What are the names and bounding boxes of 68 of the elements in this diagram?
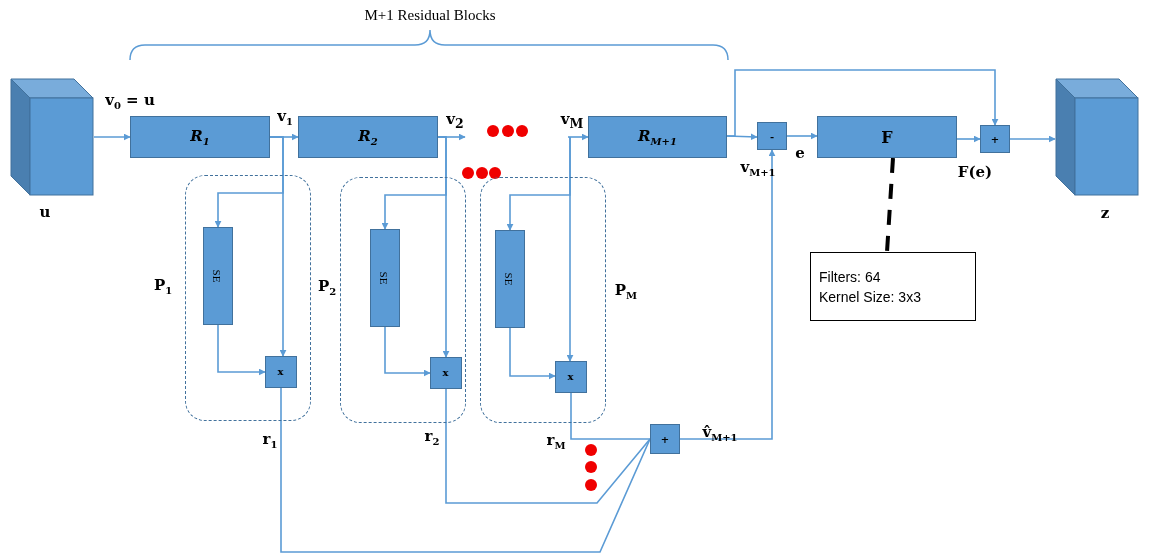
signal-label: v$_{M}$ (557, 110, 587, 137)
arrow (509, 327, 556, 380)
signal-label: v̂$_{M+1}$ (702, 423, 738, 443)
operator-box (429, 356, 462, 389)
block-label: SE (503, 272, 516, 285)
arrow (214, 136, 284, 228)
se-block (494, 229, 525, 328)
block-label: x (442, 367, 449, 378)
block-label: SE (211, 269, 224, 282)
signal-label: r$_{1}$ (262, 430, 278, 450)
signal-label: F(e) (957, 163, 993, 181)
arrow (93, 133, 131, 141)
signal-label: v$_{0}$ = u (105, 91, 155, 111)
block-label: F (881, 127, 893, 147)
node-caption: P$_{M}$ (614, 281, 638, 301)
cube-drawing (10, 78, 94, 196)
brace-label: M+1 Residual Blocks (364, 6, 496, 24)
cube-drawing (1055, 78, 1139, 196)
operator-box (554, 360, 587, 393)
operator-box (980, 125, 1010, 153)
signal-label: v$_{2}$ (440, 110, 470, 137)
connector-line (280, 387, 651, 553)
arrow (726, 69, 999, 137)
arrow (567, 133, 589, 141)
dashed-group-frame (185, 175, 311, 421)
arrow (956, 135, 981, 143)
block-label: R$_{2}$ (358, 127, 378, 147)
signal-label: r$_{M}$ (546, 431, 566, 451)
node-caption: u (39, 203, 51, 221)
block-label: + (990, 133, 1000, 145)
arrow (217, 324, 266, 376)
operator-box (650, 424, 680, 454)
note-box (810, 252, 976, 321)
node-caption: z (1100, 204, 1110, 222)
residual-block (588, 116, 727, 158)
arrow (679, 149, 776, 440)
connector-line (570, 392, 651, 440)
residual-block (130, 116, 270, 158)
residual-block (298, 116, 438, 158)
block-label: x (567, 371, 574, 382)
arrow (1009, 135, 1056, 143)
arrow (786, 132, 818, 140)
connector-line (885, 157, 895, 253)
signal-label: r$_{2}$ (424, 427, 440, 447)
arrow (381, 136, 447, 230)
operator-box (264, 355, 297, 388)
block-label: SE (378, 271, 391, 284)
connector-line (445, 388, 651, 504)
residual-block (817, 116, 957, 158)
se-block (369, 228, 400, 327)
block-label: x (277, 366, 284, 377)
block-label: R$_{1}$ (190, 127, 210, 147)
node-caption: P$_{1}$ (153, 276, 173, 296)
dashed-group-frame (480, 177, 606, 423)
arrow (384, 326, 431, 377)
block-label: + (660, 433, 670, 445)
operator-box (757, 122, 787, 150)
note-text: Kernel Size: 3x3 (819, 287, 921, 307)
signal-label: v$_{M+1}$ (740, 158, 776, 178)
se-block (202, 226, 233, 325)
signal-label: e (795, 144, 805, 162)
block-label: - (769, 130, 775, 142)
block-label: R$_{M+1}$ (638, 127, 677, 147)
note-text: Filters: 64 (819, 267, 881, 287)
signal-label: v$_{1}$ (277, 107, 293, 127)
arrow (506, 136, 571, 231)
dashed-group-frame (340, 177, 466, 423)
node-caption: P$_{2}$ (317, 277, 337, 297)
